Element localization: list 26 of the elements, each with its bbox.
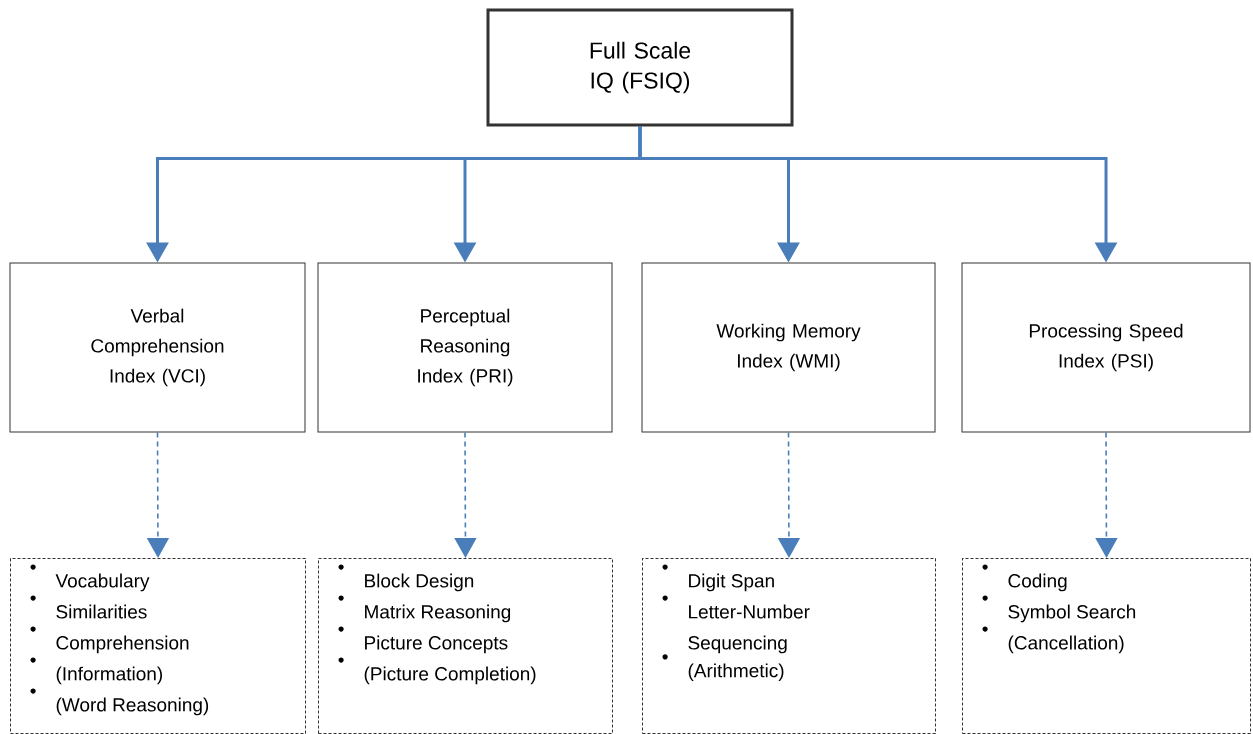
bullet-item: Picture Concepts [338, 626, 508, 654]
subtest-box [642, 558, 936, 734]
index-box: Processing Speed Index (PSI) [961, 262, 1251, 433]
bullet-item: (Word Reasoning) [30, 688, 209, 716]
arrow [1095, 431, 1118, 558]
subtest-box [318, 558, 613, 734]
index-box: Verbal Comprehension Index (VCI) [9, 262, 306, 433]
bullet-item: Similarities [30, 595, 147, 619]
bullet-item: (Information) [30, 657, 162, 685]
bullet-item: Matrix Reasoning [338, 595, 511, 623]
index-box: Working Memory Index (WMI) [641, 262, 936, 433]
index-box: Perceptual Reasoning Index (PRI) [317, 262, 613, 433]
bullet-item: (Arithmetic) [662, 654, 784, 682]
bullet-item: Symbol Search [982, 595, 1136, 623]
bullet-item: Digit Span [662, 564, 774, 592]
subtest-box [962, 558, 1251, 734]
bullet-item: Vocabulary [30, 564, 150, 592]
subtest-box [10, 558, 306, 734]
title-box: Full Scale IQ (FSIQ) [486, 8, 794, 127]
bullet-item: Coding [982, 564, 1067, 592]
bullet-item: (Cancellation) [982, 626, 1124, 654]
bullet-item: Comprehension [30, 626, 189, 654]
bullet-item: Block Design [338, 564, 474, 592]
bullet-item: Letter-Number Sequencing [662, 595, 810, 654]
arrow [454, 431, 477, 558]
bullet-item: (Picture Completion) [338, 657, 536, 685]
